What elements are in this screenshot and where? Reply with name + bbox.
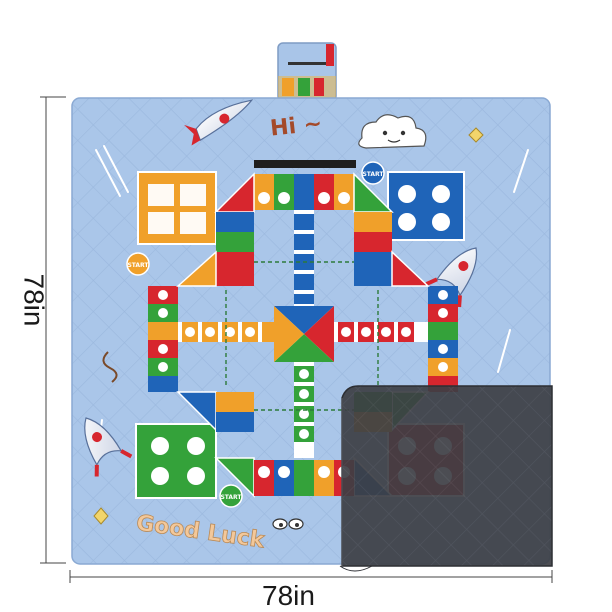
start-badge-yellow: START [126,252,150,276]
eyes-doodle [272,518,304,530]
height-dimension-label: 78in [18,273,50,327]
home-base-green [135,423,217,499]
cloud-face-icon [358,114,427,149]
rocket-icon-top-left [184,99,254,146]
lane-blue [294,210,314,306]
track-right-upper [354,212,392,286]
track-left-upper [216,212,254,286]
start-badge-green: START [219,484,243,508]
lane-red [334,322,428,342]
svg-text:START: START [362,171,384,178]
width-dimension-line [69,570,553,583]
center-home [274,306,334,362]
rocket-icon-right [425,247,478,308]
home-base-yellow [137,171,217,245]
carry-strap [277,42,337,102]
svg-text:START: START [127,262,149,269]
svg-text:START: START [220,494,242,501]
track-top [254,174,354,210]
rocket-icon-bottom-left [84,417,133,477]
home-base-blue [387,171,465,241]
folded-corner-backing [339,385,553,572]
flight-path-arrows [225,261,379,411]
diamond-icons [93,127,484,525]
width-dimension-label: 78in [262,580,315,611]
height-dimension-line [40,96,66,564]
track-left-wing [148,286,178,392]
greeting-text: Hi ~ [269,111,323,141]
track-right-wing [428,286,458,392]
squiggle-doodle [102,351,118,383]
start-badge-blue: START [361,161,385,185]
